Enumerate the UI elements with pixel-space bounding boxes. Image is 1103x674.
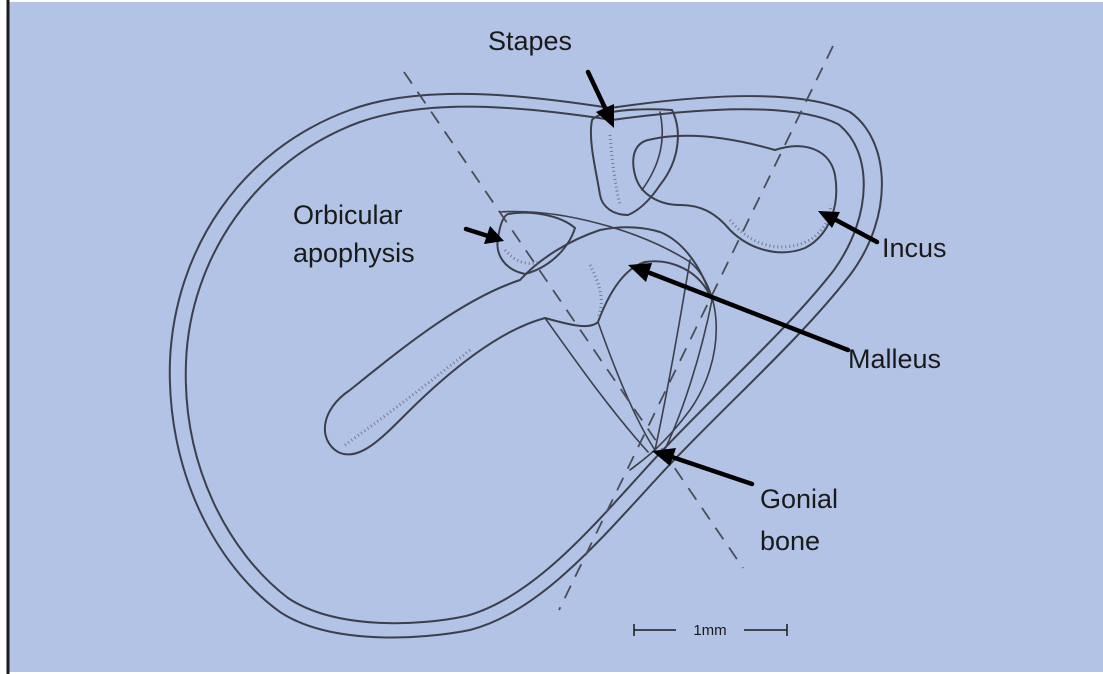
label-orbicular-line1: Orbicular (293, 200, 403, 230)
scale-bar-label: 1mm (693, 622, 726, 639)
label-stapes: Stapes (488, 26, 572, 56)
label-gonial-line2: bone (760, 526, 820, 556)
label-incus: Incus (882, 233, 947, 263)
label-orbicular-line2: apophysis (293, 238, 415, 268)
label-malleus: Malleus (848, 344, 941, 374)
label-gonial-line1: Gonial (760, 484, 838, 514)
diagram-background (9, 2, 1103, 672)
